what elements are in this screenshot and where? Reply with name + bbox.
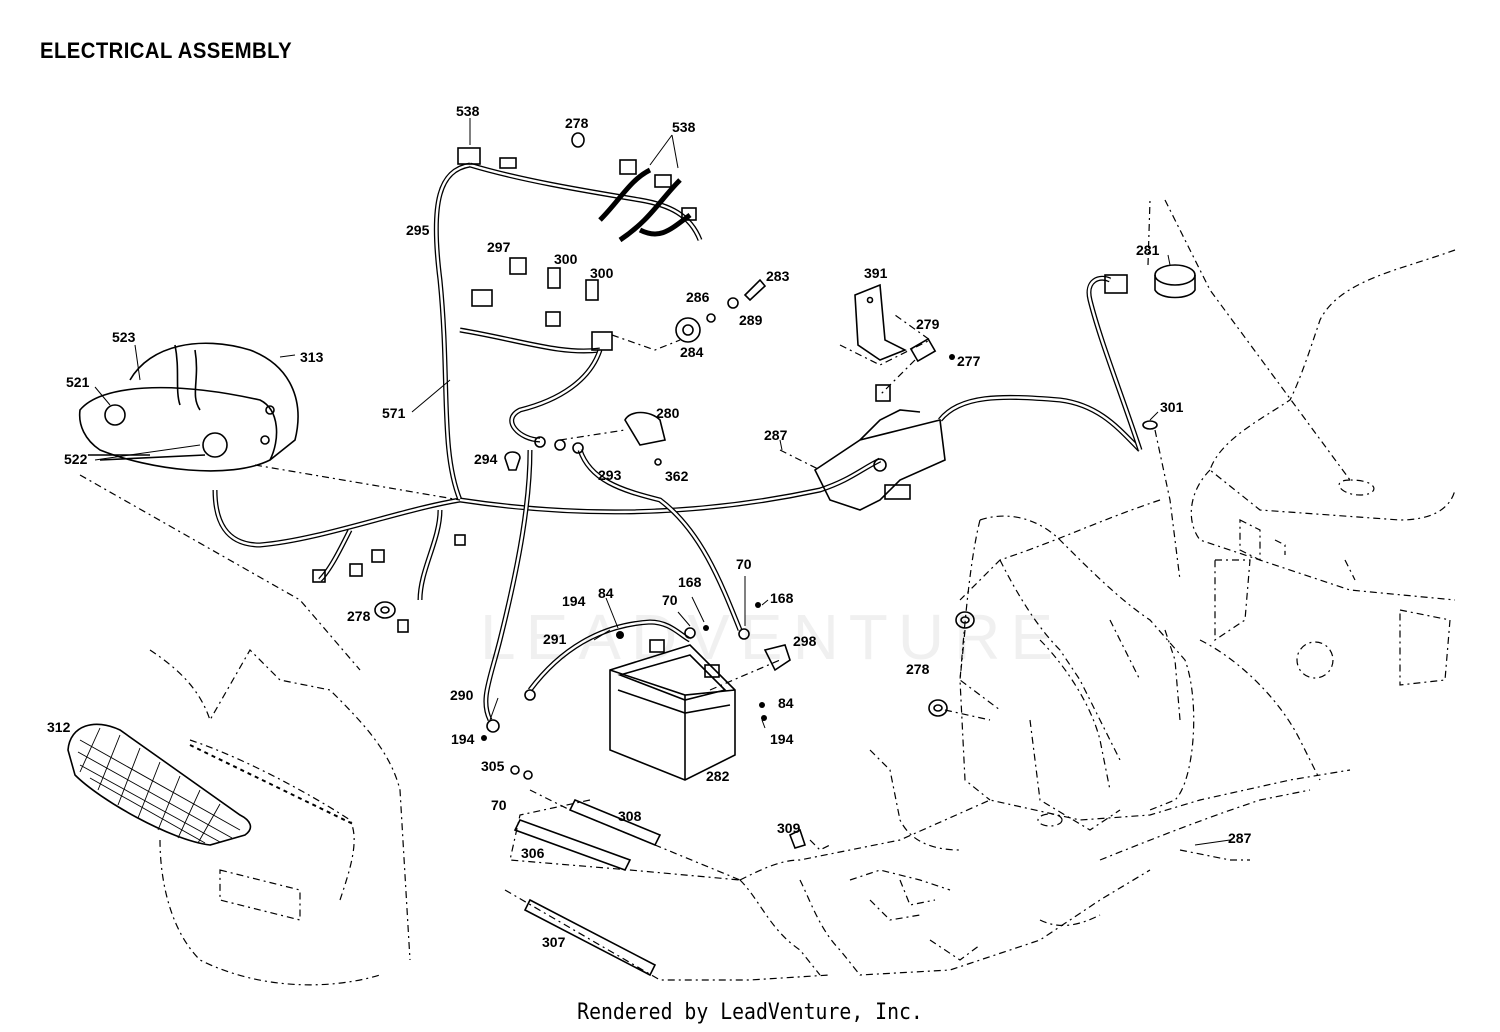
callout-291: 291 [543,631,567,647]
grommets [374,601,1001,721]
callout-300: 300 [554,251,578,267]
callout-523: 523 [112,329,136,345]
callout-522: 522 [64,451,88,467]
callout-282: 282 [706,768,730,784]
callout-194: 194 [562,593,586,609]
callout-70: 70 [662,592,678,608]
callout-194: 194 [451,731,475,747]
callout-521: 521 [66,374,90,390]
callout-70: 70 [736,556,752,572]
leader-lines [94,118,1231,846]
footer-credit: Rendered by LeadVenture, Inc. [577,1000,923,1025]
switch-parts [504,132,767,471]
callout-538: 538 [672,119,696,135]
callout-168: 168 [770,590,794,606]
grille-and-hood [67,649,411,986]
callout-312: 312 [47,719,71,735]
bracket-and-relay [779,283,955,511]
callout-301: 301 [1160,399,1184,415]
callout-278: 278 [565,115,589,131]
callout-280: 280 [656,405,680,421]
callout-305: 305 [481,758,505,774]
callout-297: 297 [487,239,511,255]
callout-362: 362 [665,468,689,484]
headlight-assembly [78,342,461,671]
callout-278: 278 [906,661,930,677]
tractor-frame-and-body [739,199,1456,976]
callout-290: 290 [450,687,474,703]
callout-309: 309 [777,820,801,836]
callout-295: 295 [406,222,430,238]
callout-277: 277 [957,353,981,369]
connectors [312,147,1128,633]
callout-286: 286 [686,289,710,305]
callout-84: 84 [598,585,614,601]
callout-298: 298 [793,633,817,649]
battery-assembly [481,602,831,981]
callout-538: 538 [456,103,480,119]
page-title: ELECTRICAL ASSEMBLY [40,38,293,63]
callout-391: 391 [864,265,888,281]
wiring-harness [212,162,1143,722]
callout-194: 194 [770,731,794,747]
callout-284: 284 [680,344,704,360]
callout-313: 313 [300,349,324,365]
callout-289: 289 [739,312,763,328]
callout-283: 283 [766,268,790,284]
callout-307: 307 [542,934,566,950]
callout-293: 293 [598,467,622,483]
callout-labels: 538 278 538 295 297 300 300 283 286 289 … [47,103,1252,950]
callout-571: 571 [382,405,406,421]
callout-281: 281 [1136,242,1160,258]
callout-279: 279 [916,316,940,332]
callout-70: 70 [491,797,507,813]
callout-278: 278 [347,608,371,624]
watermark: LEADVENTURE [480,601,1063,673]
callout-300: 300 [590,265,614,281]
callout-306: 306 [521,845,545,861]
callout-308: 308 [618,808,642,824]
callout-84: 84 [778,695,794,711]
callout-294: 294 [474,451,498,467]
callout-287: 287 [764,427,788,443]
callout-287: 287 [1228,830,1252,846]
callout-168: 168 [678,574,702,590]
